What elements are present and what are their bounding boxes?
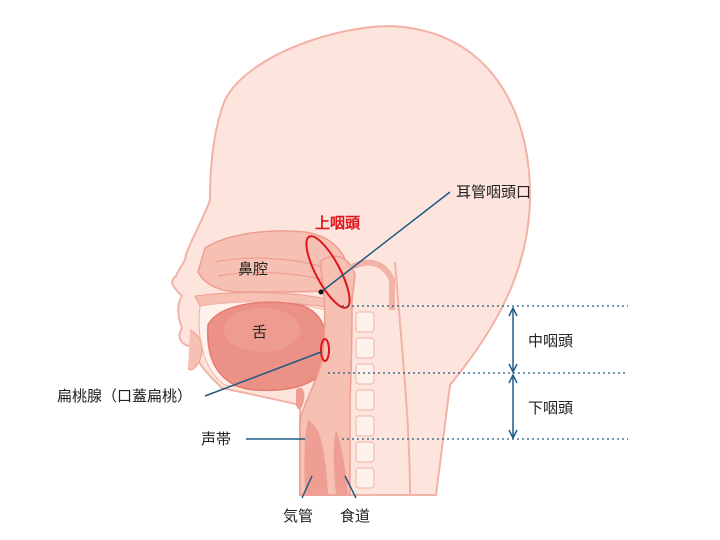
label-lower-pharynx: 下咽頭 <box>528 399 574 417</box>
label-esophagus: 食道 <box>340 507 371 525</box>
label-eustachian-opening: 耳管咽頭口 <box>456 183 532 201</box>
esophagus-shape <box>333 430 348 495</box>
tonsil-leader-line <box>204 351 322 397</box>
upper-pharynx-marker <box>305 235 351 309</box>
label-tonsil: 扁桃腺（口蓋扁桃） <box>57 387 193 405</box>
epiglottis <box>296 387 305 410</box>
label-vocal-cords: 声帯 <box>201 430 232 448</box>
lower-pharynx-range-arrow <box>508 373 518 440</box>
label-trachea: 気管 <box>283 507 314 525</box>
tonsil-marker <box>320 338 330 362</box>
eustachian-point <box>318 289 324 295</box>
trachea-shape <box>304 420 328 495</box>
label-upper-pharynx: 上咽頭 <box>315 214 361 232</box>
label-middle-pharynx: 中咽頭 <box>528 332 574 350</box>
middle-pharynx-range-arrow <box>508 306 518 374</box>
eustachian-leader-line <box>320 191 451 293</box>
esophagus-leader-line <box>344 475 357 499</box>
tongue-highlight <box>224 308 300 352</box>
nasal-turbinate-line <box>217 271 326 281</box>
label-nasal-cavity: 鼻腔 <box>238 260 269 278</box>
trachea-leader-line <box>301 475 313 499</box>
spine <box>355 311 375 489</box>
neck-back-curve <box>394 261 411 496</box>
lower-lip <box>187 329 203 371</box>
label-tongue: 舌 <box>252 323 268 341</box>
